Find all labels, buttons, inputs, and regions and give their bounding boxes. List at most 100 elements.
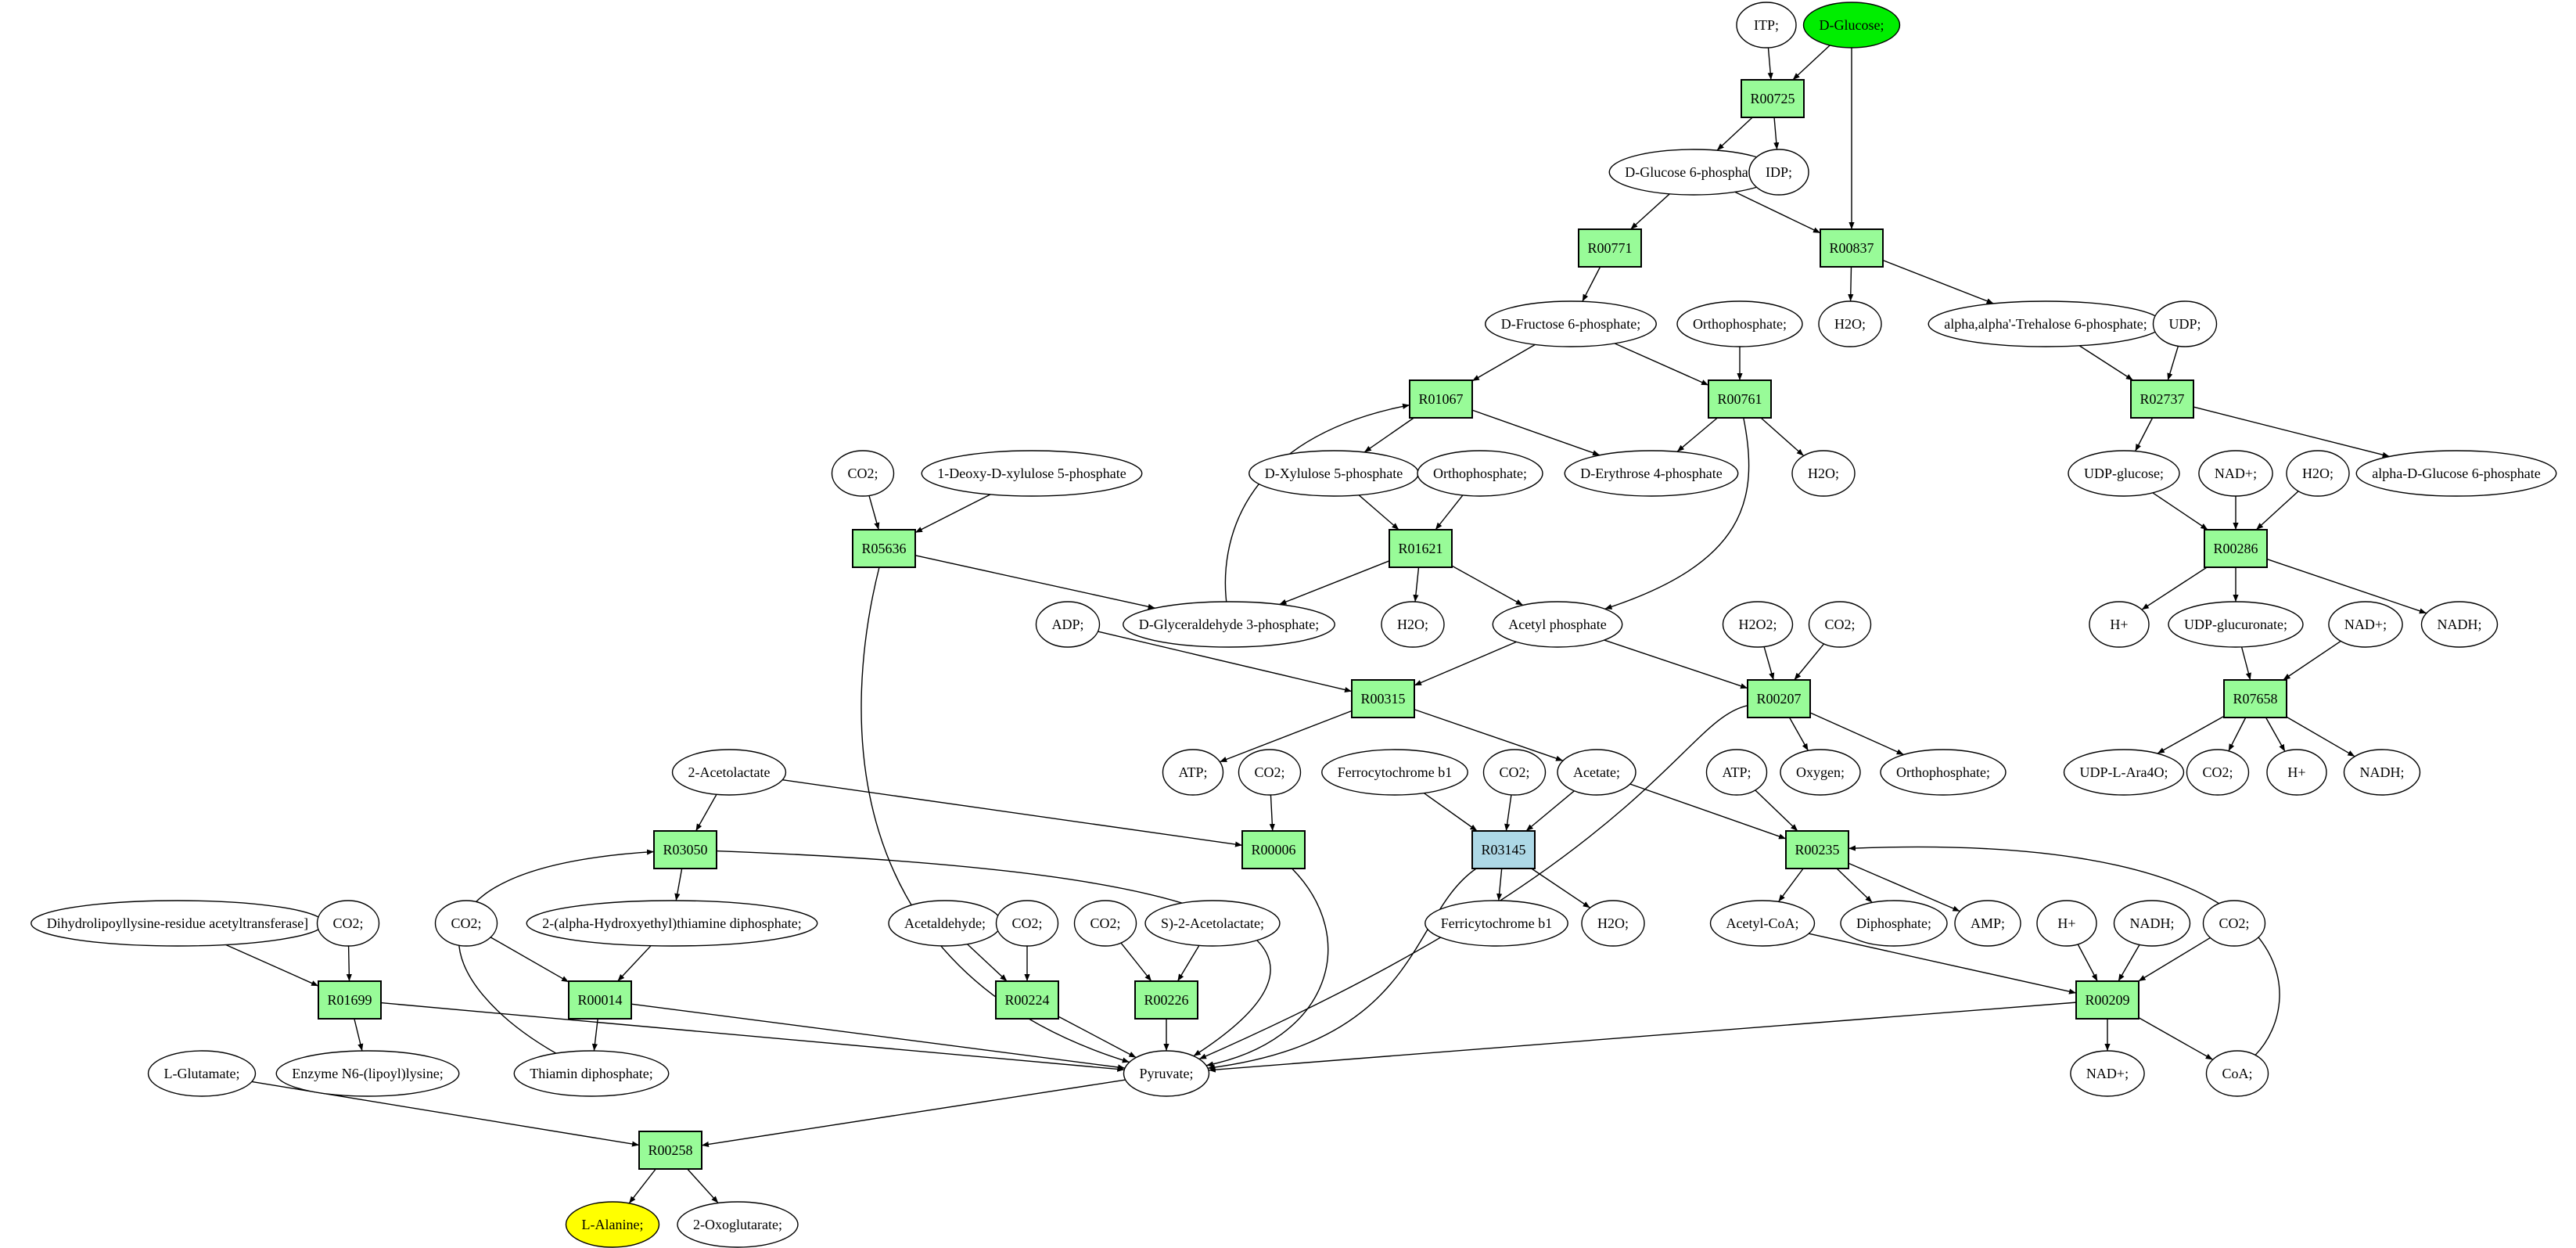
compound-node[interactable]: AMP;: [1954, 900, 2021, 947]
target-compound-node[interactable]: L-Alanine;: [565, 1201, 660, 1248]
reaction-node[interactable]: R00837: [1820, 228, 1884, 268]
reaction-node[interactable]: R03050: [653, 830, 717, 869]
reaction-node[interactable]: R00258: [638, 1131, 702, 1170]
compound-node[interactable]: 2-(alpha-Hydroxyethyl)thiamine diphospha…: [526, 900, 818, 947]
reaction-node[interactable]: R00006: [1241, 830, 1306, 869]
compound-node[interactable]: S)-2-Acetolactate;: [1144, 900, 1281, 947]
node-label: NADH;: [2360, 764, 2405, 780]
compound-node[interactable]: D-Glyceraldehyde 3-phosphate;: [1123, 601, 1335, 648]
reaction-node[interactable]: R00209: [2075, 980, 2139, 1020]
compound-node[interactable]: D-Glucose 6-phosphate;: [1608, 149, 1779, 196]
compound-node[interactable]: UDP-glucuronate;: [2168, 601, 2304, 648]
compound-node[interactable]: Ferricytochrome b1: [1425, 900, 1568, 947]
compound-node[interactable]: 2-Oxoglutarate;: [677, 1201, 799, 1248]
compound-node[interactable]: Ferrocytochrome b1: [1321, 749, 1468, 796]
source-compound-node[interactable]: D-Glucose;: [1802, 2, 1901, 49]
compound-node[interactable]: ADP;: [1035, 601, 1101, 648]
edge-arrow: [2265, 717, 2286, 752]
compound-node[interactable]: CO2;: [1238, 749, 1302, 796]
compound-node[interactable]: Acetyl phosphate: [1492, 601, 1623, 648]
compound-node[interactable]: Acetate;: [1557, 749, 1636, 796]
reaction-node[interactable]: R00235: [1785, 830, 1849, 869]
compound-node[interactable]: alpha-D-Glucose 6-phosphate: [2355, 450, 2557, 497]
reaction-node[interactable]: R00014: [568, 980, 632, 1020]
reaction-node[interactable]: R02737: [2130, 379, 2194, 419]
compound-node[interactable]: ATP;: [1705, 749, 1768, 796]
compound-node[interactable]: H+: [2266, 749, 2327, 796]
compound-node[interactable]: CO2;: [995, 900, 1059, 947]
compound-node[interactable]: Dihydrolipoyllysine-residue acetyltransf…: [31, 900, 325, 947]
reaction-node[interactable]: R03145: [1471, 830, 1536, 869]
compound-node[interactable]: D-Xylulose 5-phosphate: [1248, 450, 1419, 497]
compound-node[interactable]: H2O;: [1818, 300, 1882, 347]
reaction-node[interactable]: R05636: [852, 529, 916, 568]
compound-node[interactable]: Acetaldehyde;: [888, 900, 1002, 947]
compound-node[interactable]: alpha,alpha'-Trehalose 6-phosphate;: [1928, 300, 2164, 347]
reaction-node[interactable]: R01067: [1409, 379, 1473, 419]
compound-node[interactable]: IDP;: [1748, 149, 1809, 196]
compound-ellipse: [1492, 601, 1623, 648]
compound-node[interactable]: NAD+;: [2328, 601, 2403, 648]
compound-node[interactable]: Enzyme N6-(lipoyl)lysine;: [275, 1050, 460, 1097]
compound-node[interactable]: Acetyl-CoA;: [1709, 900, 1816, 947]
compound-node[interactable]: H2O2;: [1722, 601, 1794, 648]
compound-node[interactable]: CO2;: [316, 900, 380, 947]
compound-node[interactable]: ATP;: [1162, 749, 1224, 796]
compound-node[interactable]: NADH;: [2420, 601, 2499, 648]
compound-node[interactable]: D-Fructose 6-phosphate;: [1485, 300, 1657, 347]
compound-ellipse: [1736, 2, 1797, 49]
compound-node[interactable]: Pyruvate;: [1123, 1050, 1210, 1097]
reaction-node[interactable]: R00207: [1747, 679, 1811, 718]
compound-node[interactable]: NAD+;: [2070, 1050, 2145, 1097]
compound-node[interactable]: NAD+;: [2198, 450, 2273, 497]
compound-node[interactable]: CO2;: [2186, 749, 2250, 796]
reaction-node[interactable]: R00315: [1351, 679, 1415, 718]
compound-node[interactable]: Orthophosphate;: [1676, 300, 1803, 347]
compound-node[interactable]: CO2;: [434, 900, 498, 947]
compound-node[interactable]: UDP;: [2152, 300, 2218, 347]
reaction-node[interactable]: R00771: [1578, 228, 1642, 268]
compound-node[interactable]: CO2;: [2202, 900, 2266, 947]
reaction-node[interactable]: R00725: [1741, 79, 1805, 118]
compound-node[interactable]: UDP-L-Ara4O;: [2063, 749, 2185, 796]
reaction-node[interactable]: R00226: [1134, 980, 1198, 1020]
compound-node[interactable]: UDP-glucose;: [2068, 450, 2180, 497]
compound-node[interactable]: Thiamin diphosphate;: [513, 1050, 670, 1097]
compound-node[interactable]: CoA;: [2205, 1050, 2269, 1097]
reaction-box: [638, 1131, 702, 1170]
compound-node[interactable]: CO2;: [1808, 601, 1872, 648]
compound-node[interactable]: H+: [2036, 900, 2097, 947]
edge-arrow: [1269, 794, 1275, 832]
compound-node[interactable]: 2-Acetolactate: [671, 749, 787, 796]
compound-node[interactable]: Orthophosphate;: [1880, 749, 2007, 796]
compound-node[interactable]: H+: [2089, 601, 2150, 648]
compound-node[interactable]: D-Erythrose 4-phosphate: [1564, 450, 1739, 497]
compound-node[interactable]: CO2;: [1073, 900, 1137, 947]
reaction-node[interactable]: R00286: [2204, 529, 2268, 568]
compound-ellipse: [2152, 300, 2218, 347]
compound-node[interactable]: Oxygen;: [1780, 749, 1861, 796]
compound-node[interactable]: NADH;: [2343, 749, 2421, 796]
node-label: UDP-L-Ara4O;: [2080, 764, 2168, 780]
compound-node[interactable]: Orthophosphate;: [1417, 450, 1543, 497]
edge-arrow: [1205, 868, 1329, 1067]
edge-arrow: [687, 1168, 719, 1204]
reaction-node[interactable]: R07658: [2223, 679, 2287, 718]
compound-node[interactable]: H2O;: [1791, 450, 1856, 497]
reaction-node[interactable]: R00224: [995, 980, 1059, 1020]
compound-node[interactable]: H2O;: [1381, 601, 1445, 648]
reaction-node[interactable]: R01621: [1389, 529, 1453, 568]
compound-node[interactable]: L-Glutamate;: [147, 1050, 257, 1097]
reaction-node[interactable]: R01699: [318, 980, 382, 1020]
compound-node[interactable]: CO2;: [1482, 749, 1547, 796]
node-label: R00725: [1750, 91, 1795, 106]
node-label: CO2;: [332, 915, 363, 931]
compound-node[interactable]: NADH;: [2113, 900, 2191, 947]
reaction-node[interactable]: R00761: [1708, 379, 1772, 419]
compound-node[interactable]: ITP;: [1736, 2, 1797, 49]
compound-node[interactable]: 1-Deoxy-D-xylulose 5-phosphate: [921, 450, 1143, 497]
compound-node[interactable]: CO2;: [831, 450, 895, 497]
compound-node[interactable]: H2O;: [1581, 900, 1645, 947]
compound-node[interactable]: H2O;: [2286, 450, 2350, 497]
compound-node[interactable]: Diphosphate;: [1840, 900, 1948, 947]
